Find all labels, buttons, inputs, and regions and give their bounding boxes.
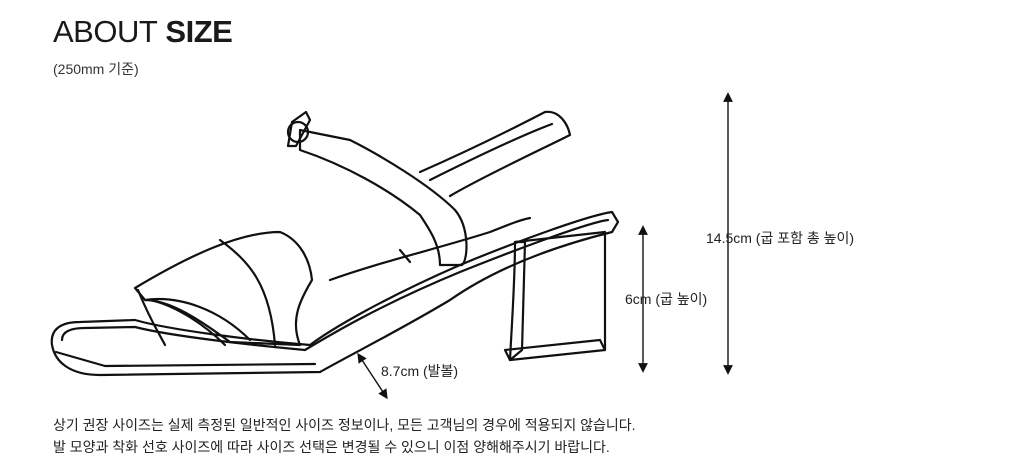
front-strap-b <box>143 298 252 342</box>
ankle-strap-back <box>418 110 572 198</box>
title-bold: SIZE <box>165 14 233 49</box>
sole-inner <box>60 218 610 352</box>
total-height-label: 14.5cm (굽 포함 총 높이) <box>706 230 855 246</box>
size-note-2: 발 모양과 착화 선호 사이즈에 따라 사이즈 선택은 변경될 수 있으니 이점… <box>53 439 610 455</box>
strap-inner-line <box>428 122 554 182</box>
page-title: ABOUT SIZE <box>53 14 233 50</box>
front-strap-inner <box>148 298 227 347</box>
front-strap-c <box>136 288 167 347</box>
heel-side <box>508 240 527 362</box>
heel <box>508 230 607 362</box>
ball-width-label: 8.7cm (발볼) <box>381 363 459 379</box>
ankle-strap <box>298 128 468 267</box>
size-basis: (250mm 기준) <box>53 61 139 77</box>
heel-bottom <box>503 338 607 362</box>
front-strap-d <box>218 238 277 347</box>
front-strap-a <box>133 230 314 347</box>
sole-edge <box>54 350 317 368</box>
ball-width-arrow <box>357 352 388 400</box>
heel-height-label: 6cm (굽 높이) <box>625 291 708 307</box>
upper-rim <box>328 216 532 282</box>
sole-outline <box>50 210 620 377</box>
size-note-1: 상기 권장 사이즈는 실제 측정된 일반적인 사이즈 정보이나, 모든 고객님의… <box>53 417 636 433</box>
title-light: ABOUT <box>53 14 158 49</box>
